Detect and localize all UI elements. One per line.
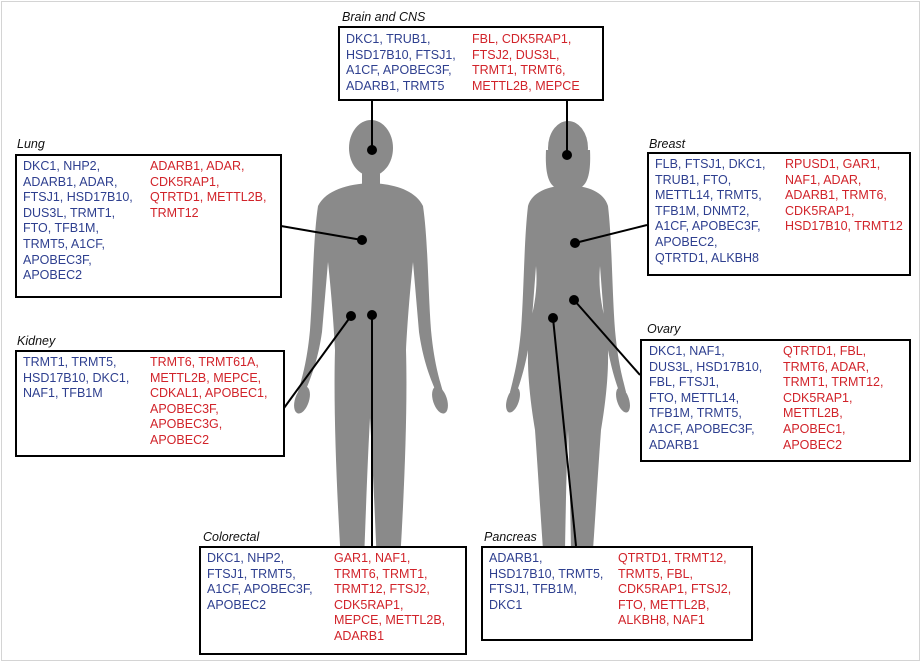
- breast-panel-title: Breast: [649, 137, 685, 151]
- kidney-blue-genes: TRMT1, TRMT5, HSD17B10, DKC1, NAF1, TFB1…: [23, 355, 129, 402]
- breast-red-genes: RPUSD1, GAR1, NAF1, ADAR, ADARB1, TRMT6,…: [785, 157, 903, 235]
- pancreas-dot: [548, 313, 558, 323]
- colorectal-dot: [367, 310, 377, 320]
- lung-panel-title: Lung: [17, 137, 45, 151]
- breast-dot: [570, 238, 580, 248]
- colorectal-blue-genes: DKC1, NHP2, FTSJ1, TRMT5, A1CF, APOBEC3F…: [207, 551, 313, 613]
- kidney-dot: [346, 311, 356, 321]
- brain-dot: [367, 145, 377, 155]
- ovary-red-genes: QTRTD1, FBL, TRMT6, ADAR, TRMT1, TRMT12,…: [783, 344, 883, 453]
- lung-panel: DKC1, NHP2, ADARB1, ADAR, FTSJ1, HSD17B1…: [15, 154, 282, 298]
- ovary-dot: [569, 295, 579, 305]
- kidney-panel: TRMT1, TRMT5, HSD17B10, DKC1, NAF1, TFB1…: [15, 350, 285, 457]
- lung-blue-genes: DKC1, NHP2, ADARB1, ADAR, FTSJ1, HSD17B1…: [23, 159, 133, 284]
- brain-panel: DKC1, TRUB1, HSD17B10, FTSJ1, A1CF, APOB…: [338, 26, 604, 101]
- pancreas-panel-title: Pancreas: [484, 530, 537, 544]
- breast-blue-genes: FLB, FTSJ1, DKC1, TRUB1, FTO, METTL14, T…: [655, 157, 765, 266]
- breast-panel: FLB, FTSJ1, DKC1, TRUB1, FTO, METTL14, T…: [647, 152, 911, 276]
- lung-dot: [357, 235, 367, 245]
- brain-panel-title: Brain and CNS: [342, 10, 425, 24]
- ovary-panel: DKC1, NAF1, DUS3L, HSD17B10, FBL, FTSJ1,…: [640, 339, 911, 462]
- kidney-red-genes: TRMT6, TRMT61A, METTL2B, MEPCE, CDKAL1, …: [150, 355, 267, 449]
- lung-red-genes: ADARB1, ADAR, CDK5RAP1, QTRTD1, METTL2B,…: [150, 159, 266, 221]
- colorectal-panel-title: Colorectal: [203, 530, 259, 544]
- pancreas-blue-genes: ADARB1, HSD17B10, TRMT5, FTSJ1, TFB1M, D…: [489, 551, 603, 613]
- brain-female-dot: [562, 150, 572, 160]
- brain-red-genes: FBL, CDK5RAP1, FTSJ2, DUS3L, TRMT1, TRMT…: [472, 32, 580, 94]
- brain-blue-genes: DKC1, TRUB1, HSD17B10, FTSJ1, A1CF, APOB…: [346, 32, 456, 94]
- kidney-panel-title: Kidney: [17, 334, 55, 348]
- ovary-panel-title: Ovary: [647, 322, 680, 336]
- colorectal-red-genes: GAR1, NAF1, TRMT6, TRMT1, TRMT12, FTSJ2,…: [334, 551, 445, 645]
- ovary-blue-genes: DKC1, NAF1, DUS3L, HSD17B10, FBL, FTSJ1,…: [649, 344, 762, 453]
- pancreas-red-genes: QTRTD1, TRMT12, TRMT5, FBL, CDK5RAP1, FT…: [618, 551, 731, 629]
- pancreas-panel: ADARB1, HSD17B10, TRMT5, FTSJ1, TFB1M, D…: [481, 546, 753, 641]
- colorectal-panel: DKC1, NHP2, FTSJ1, TRMT5, A1CF, APOBEC3F…: [199, 546, 467, 655]
